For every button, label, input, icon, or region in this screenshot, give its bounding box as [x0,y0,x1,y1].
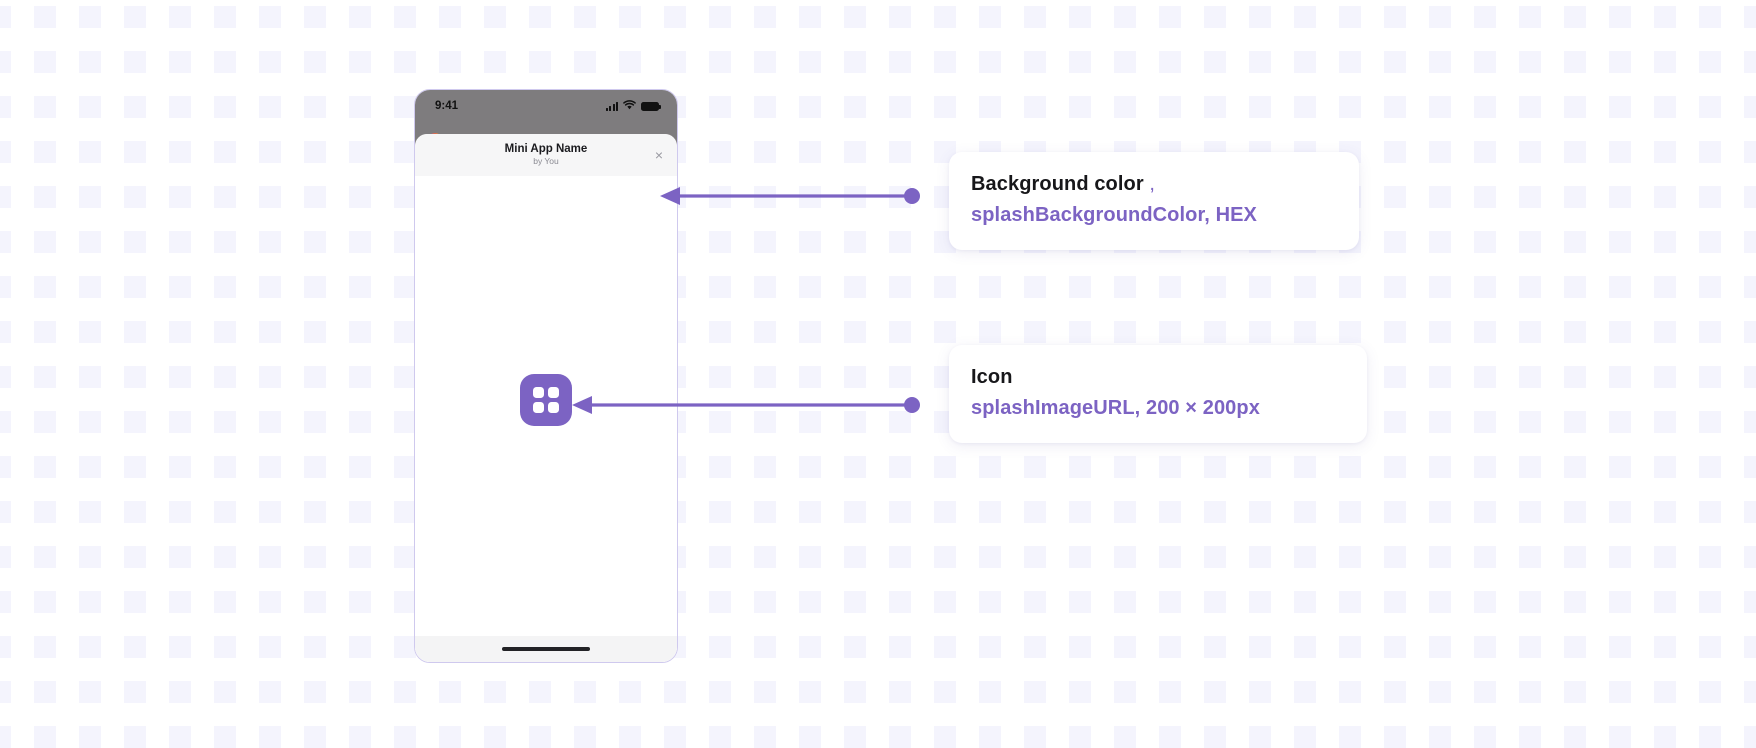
annotation-card-background-color: Background color , splashBackgroundColor… [949,152,1359,250]
annotation-title-row: Icon [971,362,1345,393]
annotation-detail-row: splashBackgroundColor, HEX [971,200,1337,231]
annotation-title-row: Background color , [971,169,1337,200]
wifi-icon [623,99,636,113]
phone-mockup: 9:41 Home @⁺ Mini App Name by You × [414,89,678,663]
grid-app-icon [520,374,572,426]
grid-app-icon-dot [533,402,544,413]
annotation-property: splashImageURL, 200 × 200px [971,397,1260,419]
mini-app-title: Mini App Name [504,143,588,155]
status-bar: 9:41 [415,90,677,122]
annotation-detail-row: splashImageURL, 200 × 200px [971,393,1345,424]
annotation-card-icon: Icon splashImageURL, 200 × 200px [949,345,1367,443]
grid-app-icon-dot [548,402,559,413]
annotation-title: Icon [971,366,1013,388]
mini-app-subtitle: by You [533,156,559,166]
close-icon[interactable]: × [654,147,664,163]
annotation-property: splashBackgroundColor, HEX [971,204,1257,226]
battery-icon [641,101,661,111]
annotation-separator: , [1143,173,1156,195]
annotation-title: Background color [971,173,1144,195]
status-bar-icons [605,99,661,113]
cellular-signal-icon [605,101,618,111]
status-bar-time: 9:41 [435,100,459,112]
grid-app-icon-dot [533,387,544,398]
home-indicator-bar [502,647,590,651]
home-indicator-area [415,636,677,662]
grid-app-icon-dot [548,387,559,398]
mini-app-sheet-header: Mini App Name by You × [415,134,677,176]
mini-app-sheet: Mini App Name by You × [415,134,677,662]
